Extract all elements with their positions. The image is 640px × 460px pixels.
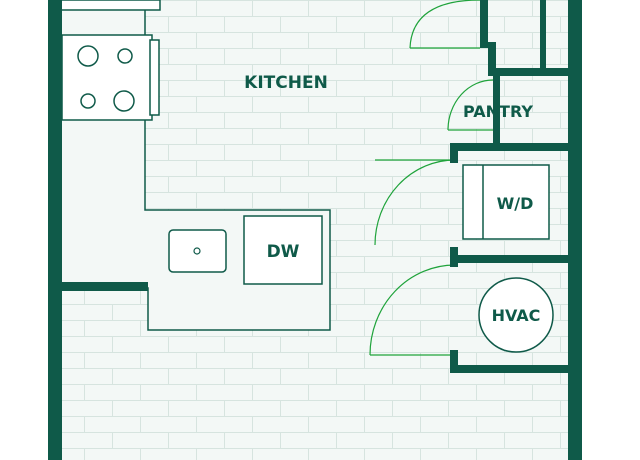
washer-dryer-label: W/D xyxy=(497,194,534,213)
dishwasher xyxy=(243,215,323,285)
kitchen-label: KITCHEN xyxy=(244,73,328,93)
sink-basin-icon xyxy=(168,229,227,273)
washer-dryer-unit xyxy=(462,164,550,240)
stove-burners-icon xyxy=(61,34,160,121)
hvac-label: HVAC xyxy=(492,306,541,325)
hvac-unit xyxy=(478,277,554,353)
counter-top-segment xyxy=(59,0,161,11)
dishwasher-label: DW xyxy=(267,242,300,262)
door-swing-icon xyxy=(369,0,494,356)
walls xyxy=(48,0,582,460)
pantry-area xyxy=(493,68,568,148)
pantry-label: PANTRY xyxy=(463,102,533,121)
